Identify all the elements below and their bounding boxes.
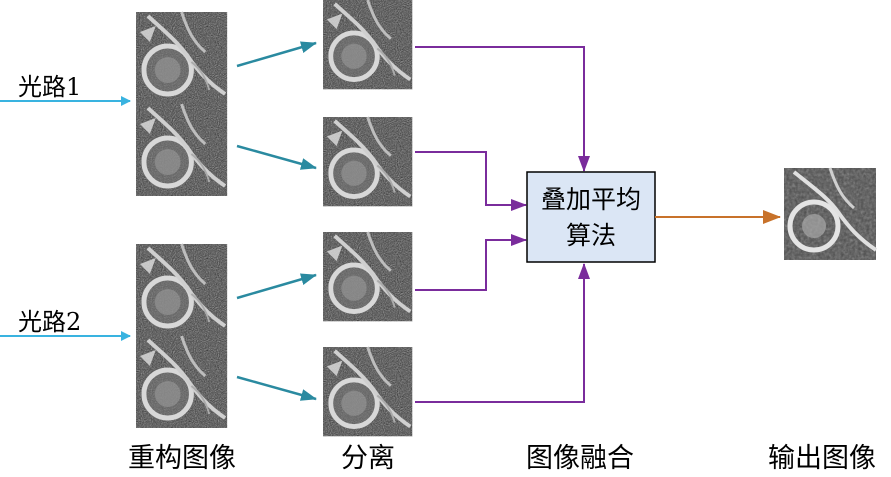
column-label-fusion: 图像融合 (526, 443, 634, 474)
output-image (784, 167, 878, 260)
column-label-separate: 分离 (341, 443, 395, 474)
box-line-1: 叠加平均 (541, 185, 641, 214)
column-label-reconstruct: 重构图像 (128, 443, 236, 474)
input-label-2: 光路2 (18, 308, 81, 336)
input-arrow-1: 光路1 (0, 73, 131, 106)
separated-image (323, 347, 412, 436)
column-label-output: 输出图像 (768, 443, 876, 474)
reconstructed-image (136, 336, 227, 428)
separated-image (323, 0, 412, 89)
input-arrow-2: 光路2 (0, 308, 131, 341)
input-label-1: 光路1 (18, 73, 81, 101)
box-line-2: 算法 (566, 221, 616, 250)
reconstructed-images-group-1 (136, 12, 227, 196)
split-arrows (236, 41, 317, 401)
separated-image (323, 232, 412, 321)
reconstructed-image (136, 104, 227, 196)
averaging-algorithm-box: 叠加平均 算法 (526, 171, 656, 263)
reconstructed-image (136, 244, 227, 336)
reconstructed-images-group-2 (136, 244, 227, 428)
separated-image (323, 117, 412, 206)
separated-images (323, 0, 412, 436)
fusion-connectors (415, 46, 590, 403)
reconstructed-image (136, 12, 227, 104)
